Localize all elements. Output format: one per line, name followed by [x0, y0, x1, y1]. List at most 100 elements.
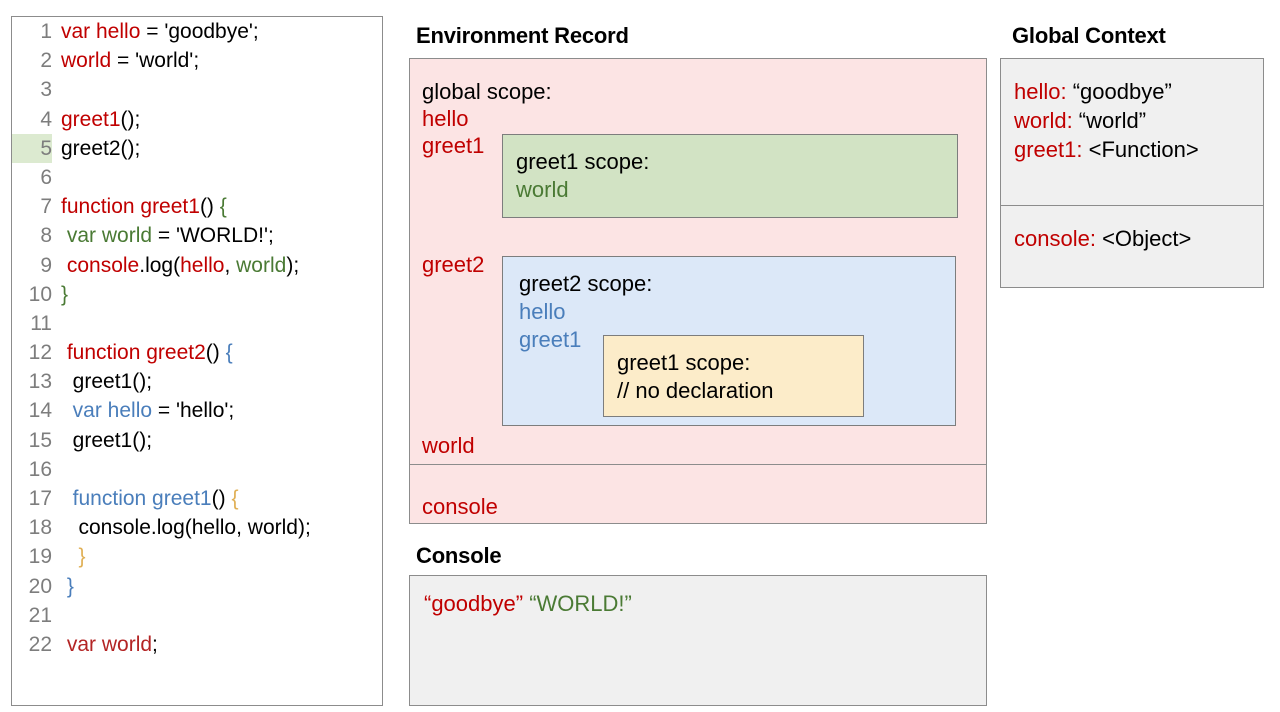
- line-content: greet1();: [52, 426, 152, 455]
- code-token: = 'goodbye';: [140, 20, 259, 43]
- code-token: = 'world';: [111, 49, 200, 73]
- greet2-scope-box: greet2 scope: hello greet1 greet1 scope:…: [502, 256, 956, 426]
- environment-record-title: Environment Record: [416, 23, 629, 48]
- code-line[interactable]: 17 function greet1() {: [12, 484, 382, 513]
- greet2-scope-var-greet1: greet1: [519, 327, 582, 352]
- greet2-scope-content: greet2 scope: hello greet1: [519, 270, 652, 354]
- global-context-value: “goodbye”: [1066, 79, 1172, 104]
- code-line[interactable]: 16: [12, 455, 382, 484]
- code-token: function greet1: [72, 487, 212, 510]
- global-context-objects: console: <Object>: [1001, 206, 1263, 287]
- code-token: }: [61, 282, 69, 306]
- code-line[interactable]: 6: [12, 163, 382, 192]
- code-line[interactable]: 13 greet1();: [12, 367, 382, 396]
- code-token: {: [225, 341, 233, 365]
- line-content: function greet1() {: [52, 484, 239, 513]
- line-content: }: [52, 280, 68, 309]
- environment-record-global-section: global scope: hello greet1 greet2 world …: [410, 59, 986, 465]
- code-line[interactable]: 14 var hello = 'hello';: [12, 396, 382, 425]
- line-number: 9: [40, 253, 52, 277]
- code-token: [61, 545, 79, 568]
- code-token: }: [66, 574, 74, 598]
- line-number: 21: [28, 603, 52, 627]
- line-number: 20: [28, 574, 52, 598]
- greet1-scope-box: greet1 scope: world: [502, 134, 958, 218]
- code-line[interactable]: 22 var world;: [12, 630, 382, 659]
- global-context-box: hello: “goodbye”world: “world”greet1: <F…: [1000, 58, 1264, 288]
- code-line[interactable]: 19 }: [12, 542, 382, 571]
- greet1-scope-var-world: world: [516, 177, 569, 202]
- code-line[interactable]: 20 }: [12, 572, 382, 601]
- global-context-entry: greet1: <Function>: [1014, 135, 1263, 164]
- code-token: [61, 399, 73, 422]
- env-binding-greet1: greet1: [422, 133, 485, 158]
- env-binding-greet2: greet2: [422, 252, 485, 277]
- env-binding-console: console: [422, 494, 498, 519]
- code-token: (): [205, 341, 226, 365]
- code-line[interactable]: 12 function greet2() {: [12, 338, 382, 367]
- line-content: function greet2() {: [52, 338, 233, 367]
- line-number: 17: [28, 487, 52, 510]
- line-number: 8: [40, 224, 52, 248]
- global-context-value: <Function>: [1082, 137, 1199, 162]
- line-number: 16: [28, 457, 52, 481]
- console-output-token: “goodbye”: [424, 591, 524, 616]
- global-context-entry: console: <Object>: [1014, 224, 1263, 253]
- console-output-token: “WORLD!”: [529, 591, 632, 616]
- code-token: function greet2: [66, 341, 206, 365]
- line-content: var hello = 'goodbye';: [52, 17, 259, 46]
- code-token: }: [78, 545, 86, 569]
- code-token: greet2();: [61, 136, 141, 160]
- greet1-scope-header: greet1 scope:: [516, 149, 650, 174]
- line-number: 18: [28, 516, 52, 540]
- environment-record-console-section: console: [410, 465, 986, 523]
- nested-greet1-scope-content: greet1 scope: // no declaration: [617, 349, 774, 405]
- line-content: var world = 'WORLD!';: [52, 221, 274, 250]
- code-line[interactable]: 3: [12, 75, 382, 104]
- line-number: 4: [40, 107, 52, 131]
- code-line[interactable]: 9 console.log(hello, world);: [12, 251, 382, 280]
- code-line[interactable]: 18 console.log(hello, world);: [12, 513, 382, 542]
- greet2-scope-header: greet2 scope:: [519, 271, 653, 296]
- env-binding-hello: hello: [422, 106, 469, 131]
- code-token: console: [66, 253, 140, 277]
- code-token: hello: [180, 253, 225, 277]
- code-line[interactable]: 8 var world = 'WORLD!';: [12, 221, 382, 250]
- global-context-values: hello: “goodbye”world: “world”greet1: <F…: [1001, 59, 1263, 206]
- code-line[interactable]: 11: [12, 309, 382, 338]
- line-content: greet1();: [52, 367, 152, 396]
- code-line[interactable]: 15 greet1();: [12, 426, 382, 455]
- code-token: var hello: [61, 20, 141, 43]
- line-number: 6: [40, 165, 52, 189]
- console-title: Console: [416, 543, 502, 568]
- code-token: function greet1: [61, 195, 200, 219]
- greet2-scope-var-hello: hello: [519, 299, 566, 324]
- code-token: greet1();: [61, 428, 153, 452]
- line-number: 1: [40, 20, 52, 43]
- line-number: 15: [28, 428, 52, 452]
- code-token: ();: [120, 107, 141, 131]
- code-token: greet1: [61, 107, 121, 131]
- line-number: 19: [28, 545, 52, 569]
- console-box[interactable]: “goodbye” “WORLD!”: [409, 575, 987, 706]
- line-content: greet1();: [52, 105, 140, 134]
- code-token: var hello: [72, 399, 153, 423]
- code-line[interactable]: 10}: [12, 280, 382, 309]
- code-line[interactable]: 5 greet2();: [12, 133, 382, 163]
- environment-record-box: global scope: hello greet1 greet2 world …: [409, 58, 987, 524]
- line-content: }: [52, 572, 74, 601]
- line-number: 3: [40, 78, 52, 102]
- global-context-entry: hello: “goodbye”: [1014, 77, 1263, 106]
- code-token: = 'hello';: [152, 399, 235, 423]
- line-number: 5: [12, 133, 52, 163]
- global-context-value: <Object>: [1095, 226, 1192, 251]
- env-binding-world: world: [422, 433, 475, 458]
- code-token: var world: [66, 632, 153, 656]
- code-token: {: [231, 487, 239, 510]
- code-line[interactable]: 21: [12, 601, 382, 630]
